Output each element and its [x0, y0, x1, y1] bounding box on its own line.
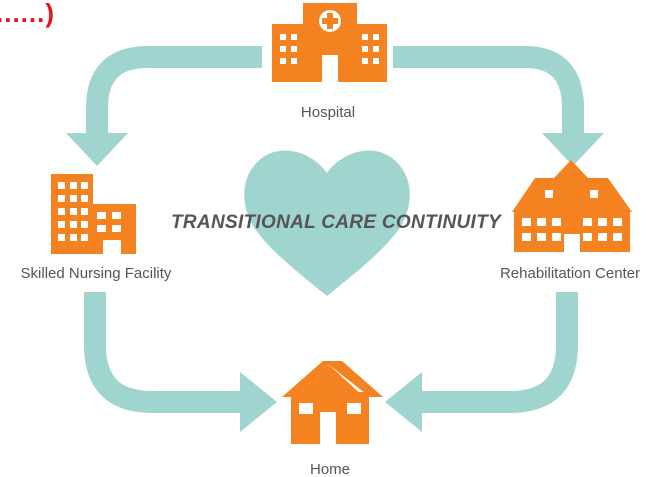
hospital-label: Hospital: [301, 104, 355, 121]
hospital-building-icon: [272, 3, 387, 82]
cycle-arrows: [66, 46, 604, 432]
arrow-hospital-to-snf: [86, 46, 262, 136]
home-label: Home: [310, 461, 350, 477]
rehabilitation-label: Rehabilitation Center: [500, 265, 640, 282]
house-icon: [282, 361, 383, 444]
large-building-icon: [512, 160, 632, 252]
arrow-rehab-to-home: [418, 292, 578, 413]
arrowhead-rehab: [542, 133, 604, 166]
arrow-snf-to-home: [84, 292, 244, 413]
arrow-hospital-to-rehab: [393, 46, 584, 136]
skilled-nursing-label: Skilled Nursing Facility: [21, 265, 172, 282]
corner-text-fragment: ......): [0, 0, 55, 28]
arrowhead-home-right: [385, 372, 422, 432]
arrowhead-home-left: [240, 372, 277, 432]
office-building-icon: [51, 174, 136, 254]
center-title: TRANSITIONAL CARE CONTINUITY: [171, 212, 503, 233]
heart-icon: [244, 150, 410, 296]
arrowhead-snf: [66, 133, 128, 166]
